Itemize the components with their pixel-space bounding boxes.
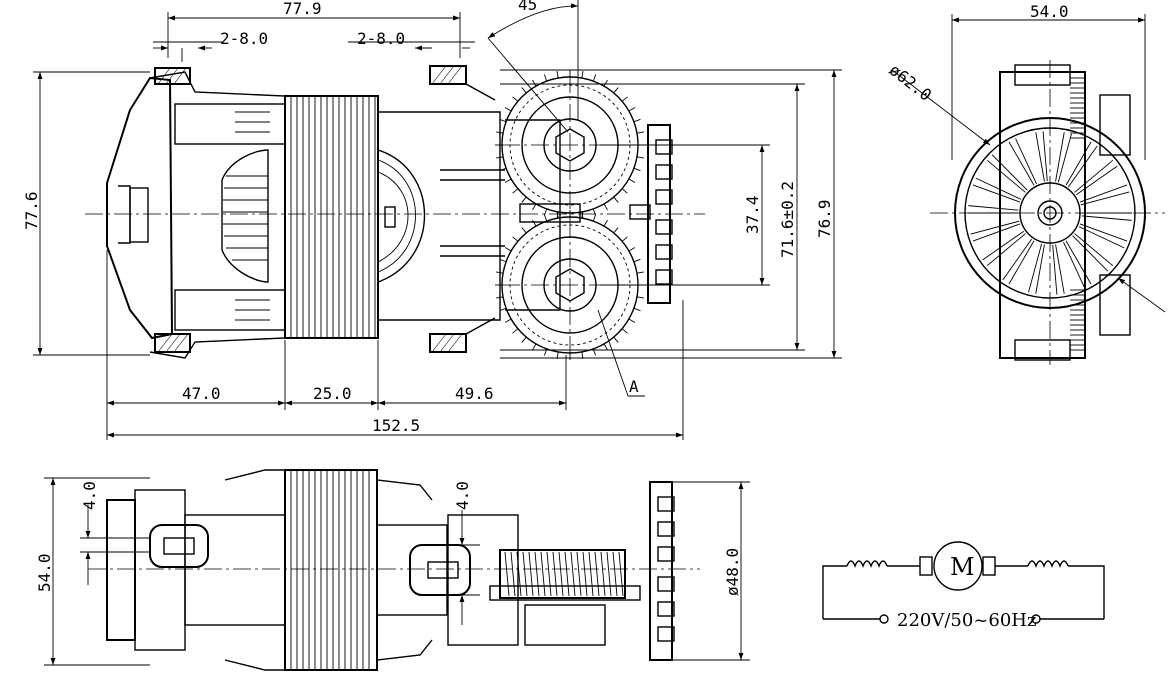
bottom-view-dimensions: 54.0 4.0 4.0 ø48.0 [35,477,750,666]
supply-label: 220V/50~60Hz [897,610,1037,631]
dim-mount-spacing: 71.6±0.2 [778,181,797,258]
dim-bottom-left-height: 54.0 [35,553,54,592]
dim-side-width: 54.0 [1030,2,1069,21]
bottom-view [88,469,700,671]
dim-diameter-62: ø62.0 [886,60,936,105]
dim-overall-height: 76.9 [815,199,834,238]
dim-offset-right: 4.0 [453,481,472,510]
dim-diameter-48: ø48.0 [723,548,742,596]
motor-symbol-label: M [950,553,975,581]
dim-angle: 45 [518,0,537,14]
dim-overall-length: 152.5 [372,416,420,435]
dim-left-height: 77.6 [22,191,41,230]
dim-slot-left: 2-8.0 [220,29,268,48]
wiring-schematic: M 220V/50~60Hz [822,541,1105,631]
dim-gear-spacing: 37.4 [743,195,762,234]
side-view [930,60,1165,365]
dim-slot-right: 2-8.0 [357,29,405,48]
dim-seg-2: 25.0 [313,384,352,403]
dim-top-width: 77.9 [283,0,322,18]
front-view-dimensions: 77.9 2-8.0 2-8.0 45 77.6 37.4 71.6±0.2 [22,0,842,440]
front-view [85,65,705,360]
dim-seg-3: 49.6 [455,384,494,403]
fan-spokes [968,131,1132,295]
label-a: A [629,377,639,396]
gear-teeth [495,70,645,360]
dim-offset-left: 4.0 [80,481,99,510]
dim-seg-1: 47.0 [182,384,221,403]
side-view-dimensions: 54.0 ø62.0 [886,2,1166,313]
